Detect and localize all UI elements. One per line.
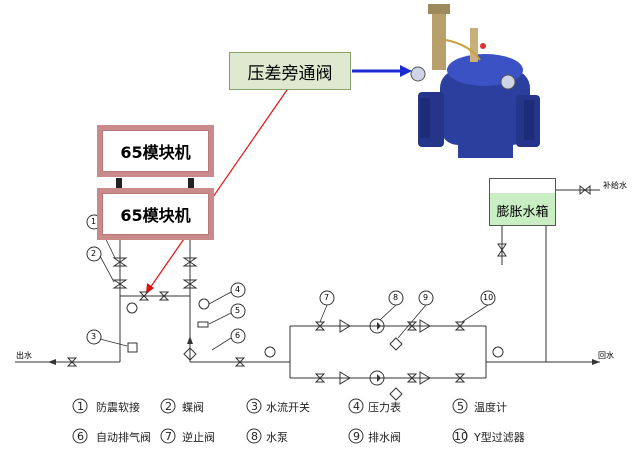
legend-num-8: 8: [251, 430, 258, 443]
module-unit-2: 65模块机: [97, 188, 214, 240]
marker-9: 9: [423, 293, 429, 302]
legend-text-1: 防震软接: [96, 401, 140, 414]
tank-label: 膨胀水箱: [496, 205, 549, 220]
marker-3: 3: [91, 332, 97, 341]
legend-num-6: 6: [77, 430, 84, 443]
legend-num-9: 9: [353, 430, 360, 443]
legend-text-10: Y型过滤器: [474, 431, 525, 444]
makeup-label: 补给水: [603, 181, 627, 190]
legend-text-3: 水流开关: [266, 401, 310, 414]
outlet-label: 出水: [16, 351, 32, 360]
marker-8: 8: [393, 293, 399, 302]
legend-text-8: 水泵: [266, 431, 288, 444]
legend-text-6: 自动排气阀: [96, 431, 151, 444]
marker-4: 4: [235, 285, 241, 294]
legend-text-2: 蝶阀: [182, 401, 204, 414]
legend-num-4: 4: [353, 400, 360, 413]
legend-num-10: 10: [454, 430, 468, 443]
expansion-tank: 膨胀水箱: [489, 178, 556, 226]
legend-num-3: 3: [251, 400, 258, 413]
legend-num-7: 7: [165, 430, 172, 443]
marker-5: 5: [235, 306, 241, 315]
marker-1: 1: [91, 217, 97, 226]
legend-text-5: 温度计: [474, 401, 507, 414]
marker-7: 7: [324, 293, 330, 302]
tank-water: [490, 193, 555, 225]
marker-2: 2: [91, 249, 97, 258]
bypass-valve-label: 压差旁通阀: [229, 52, 351, 90]
legend-num-5: 5: [457, 400, 464, 413]
marker-6: 6: [235, 331, 241, 340]
legend-num-2: 2: [165, 400, 172, 413]
legend-text-7: 逆止阀: [182, 431, 215, 444]
legend-num-1: 1: [77, 400, 84, 413]
bypass-valve-picture: [410, 4, 540, 158]
module-unit-1: 65模块机: [97, 125, 214, 177]
module-unit-label: 65模块机: [102, 130, 209, 172]
legend-text-4: 压力表: [368, 401, 401, 414]
marker-10: 10: [483, 293, 494, 302]
return-label: 回水: [598, 351, 614, 360]
legend-text-9: 排水阀: [368, 431, 401, 444]
module-unit-label: 65模块机: [102, 193, 209, 235]
